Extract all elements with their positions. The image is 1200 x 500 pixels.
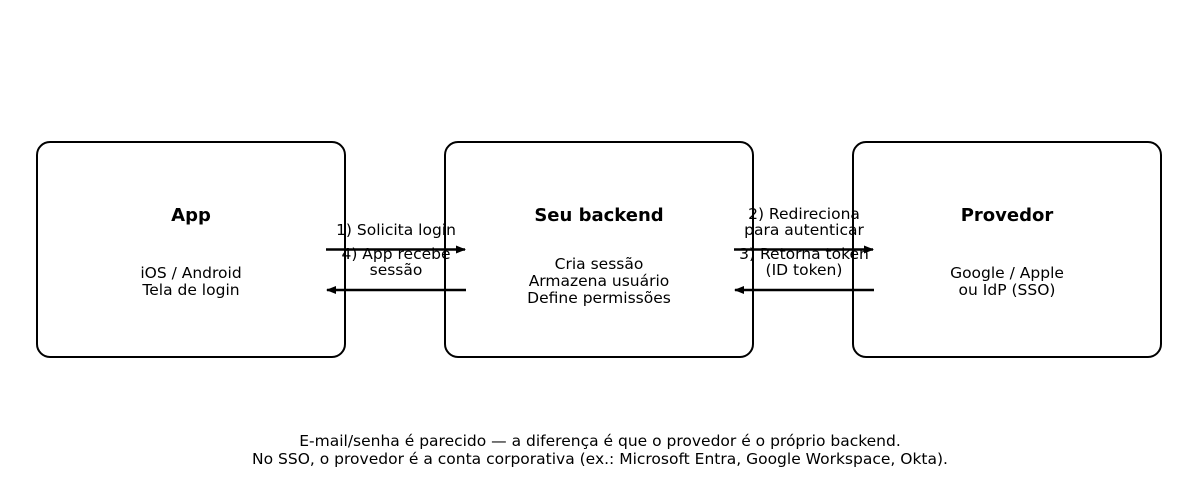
backend-node-title: Seu backend <box>534 205 664 226</box>
footer-note: E-mail/senha é parecido — a diferença é … <box>0 432 1200 468</box>
step3-label-line: (ID token) <box>765 261 843 279</box>
step1-label-line: 1) Solicita login <box>336 221 456 239</box>
provider-node-body: Google / Apple ou IdP (SSO) <box>854 265 1160 299</box>
footer-line: E-mail/senha é parecido — a diferença é … <box>299 432 901 450</box>
provider-node-line: Google / Apple <box>950 264 1064 282</box>
step3-label-line: 3) Retorna token <box>739 245 869 263</box>
backend-node-line: Armazena usuário <box>528 272 670 290</box>
app-node-line: Tela de login <box>142 281 240 299</box>
provider-node-line: ou IdP (SSO) <box>958 281 1056 299</box>
backend-node-body: Cria sessão Armazena usuário Define perm… <box>446 256 752 307</box>
backend-node-line: Define permissões <box>527 289 671 307</box>
step2-label-line: para autenticar <box>744 221 864 239</box>
app-node: App iOS / Android Tela de login <box>36 141 346 358</box>
step3-label: 3) Retorna token (ID token) <box>739 246 869 278</box>
app-node-line: iOS / Android <box>140 264 242 282</box>
step1-label: 1) Solicita login <box>336 222 456 238</box>
step4-label-line: 4) App recebe <box>341 245 451 263</box>
app-node-title: App <box>171 205 211 226</box>
app-node-body: iOS / Android Tela de login <box>38 265 344 299</box>
backend-node-line: Cria sessão <box>554 255 644 273</box>
provider-node-title: Provedor <box>960 205 1054 226</box>
footer-line: No SSO, o provedor é a conta corporativa… <box>252 450 948 468</box>
step2-label: 2) Redireciona para autenticar <box>744 206 864 238</box>
step2-label-line: 2) Redireciona <box>748 205 860 223</box>
step4-label-line: sessão <box>369 261 423 279</box>
step4-label: 4) App recebe sessão <box>341 246 450 278</box>
